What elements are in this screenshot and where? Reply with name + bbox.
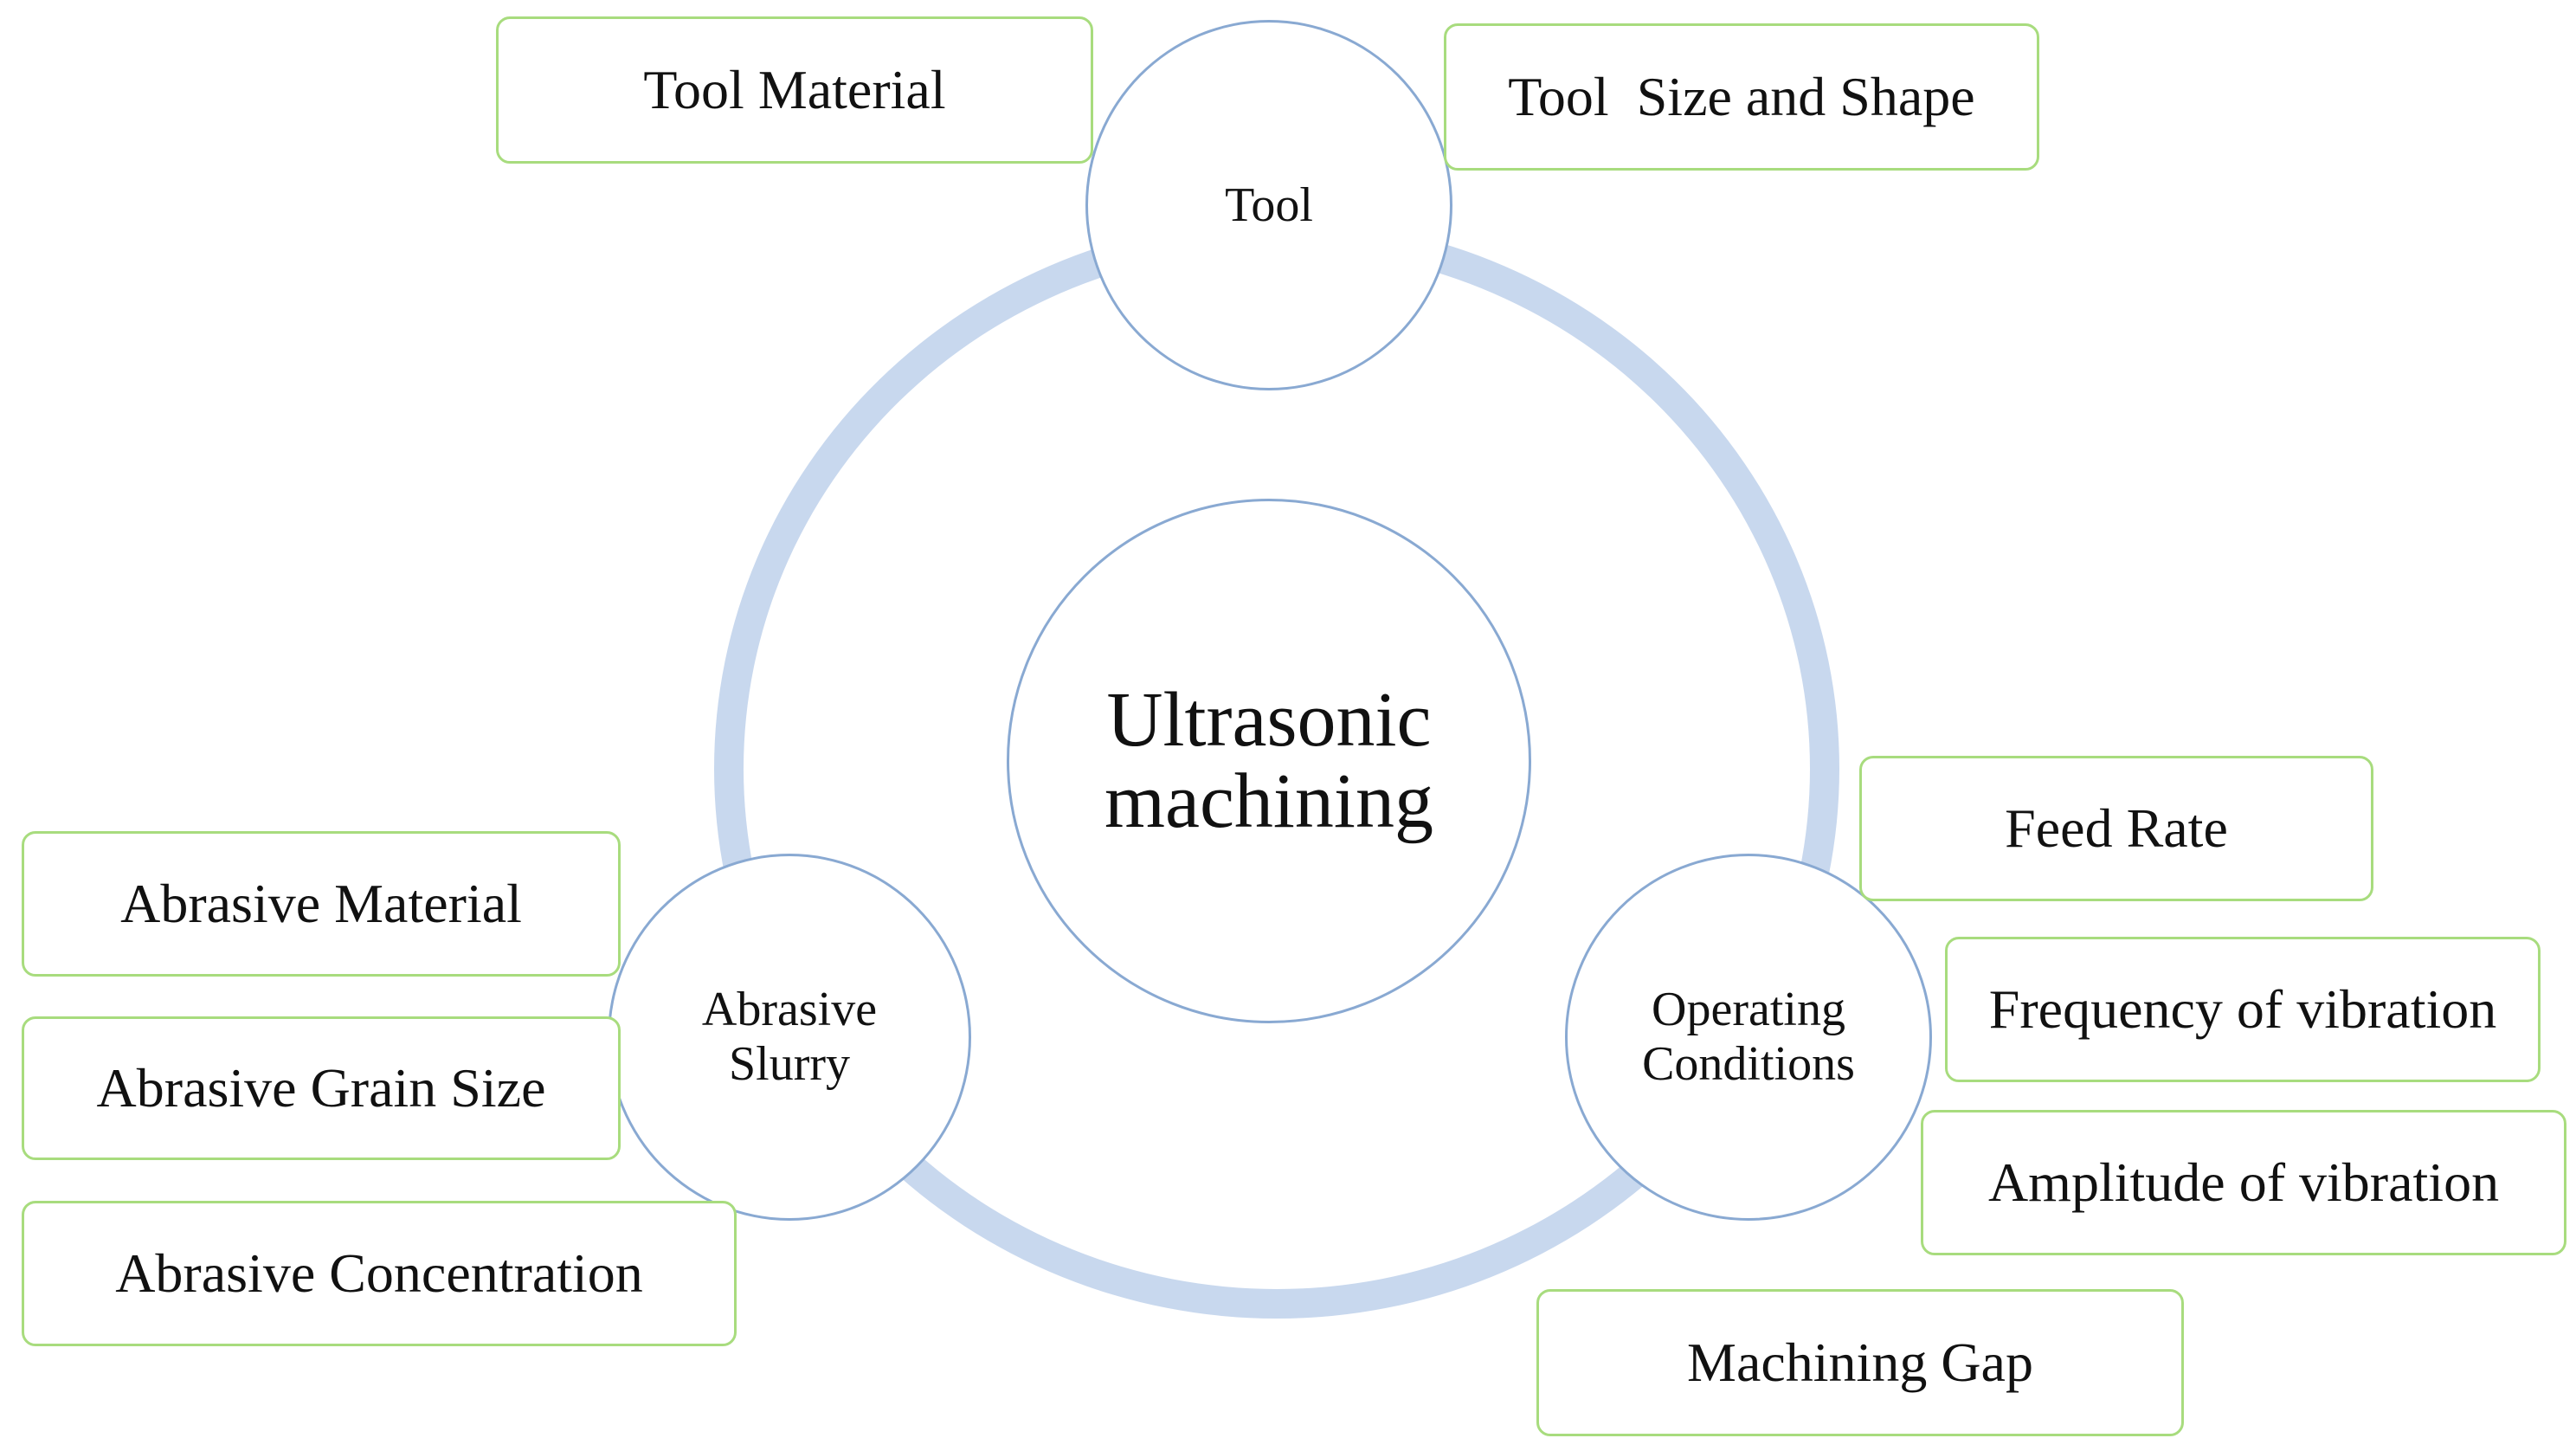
box-machining-gap: Machining Gap [1536,1289,2184,1436]
box-abrasive-material-label: Abrasive Material [120,873,522,934]
node-operating-conditions-label: Operating Conditions [1642,983,1855,1091]
box-amplitude-of-vibration: Amplitude of vibration [1921,1110,2566,1255]
box-tool-material-label: Tool Material [643,59,946,120]
box-amplitude-of-vibration-label: Amplitude of vibration [1987,1151,2500,1213]
box-feed-rate: Feed Rate [1859,756,2373,901]
node-abrasive-slurry-label: Abrasive Slurry [701,983,878,1091]
node-tool-label: Tool [1225,177,1313,232]
box-abrasive-concentration: Abrasive Concentration [22,1201,737,1346]
box-feed-rate-label: Feed Rate [2005,797,2228,859]
box-tool-size-shape: Tool Size and Shape [1444,23,2039,171]
box-frequency-of-vibration-label: Frequency of vibration [1988,978,2497,1040]
node-operating-conditions: Operating Conditions [1565,854,1932,1221]
box-abrasive-material: Abrasive Material [22,831,621,977]
box-abrasive-concentration-label: Abrasive Concentration [115,1242,643,1304]
box-machining-gap-label: Machining Gap [1687,1332,2033,1393]
box-abrasive-grain-size-label: Abrasive Grain Size [96,1057,546,1119]
box-abrasive-grain-size: Abrasive Grain Size [22,1016,621,1160]
node-abrasive-slurry: Abrasive Slurry [608,854,971,1221]
center-node-ultrasonic-machining: Ultrasonic machining [1007,499,1531,1023]
box-tool-size-shape-label: Tool Size and Shape [1508,66,1975,127]
center-node-label: Ultrasonic machining [1104,676,1433,844]
node-tool: Tool [1085,20,1452,390]
box-frequency-of-vibration: Frequency of vibration [1945,937,2541,1082]
box-tool-material: Tool Material [496,16,1093,164]
